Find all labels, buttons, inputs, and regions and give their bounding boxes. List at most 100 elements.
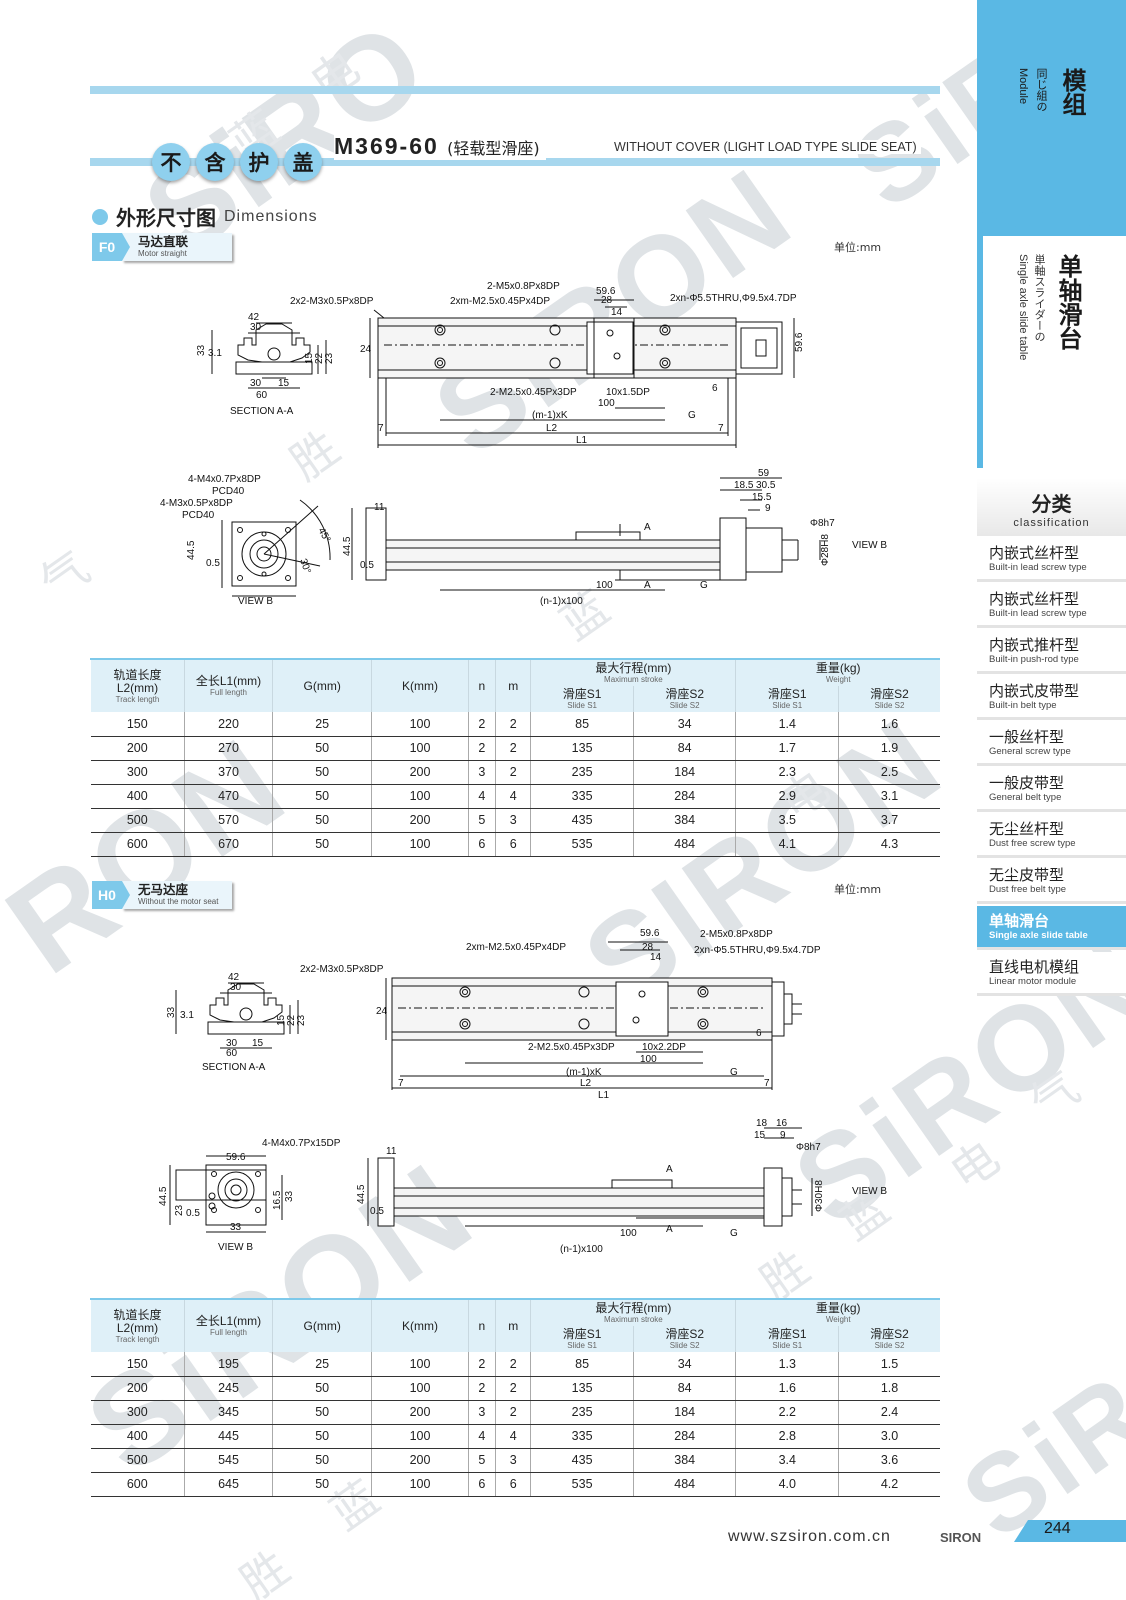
dim-label: 15.5	[752, 492, 772, 503]
dim-label: 18.5	[734, 480, 754, 491]
dim-label: 4-M4x0.7Px8DP	[188, 474, 261, 485]
dim-label: 15	[304, 352, 315, 364]
category-item-en: Built-in lead screw type	[989, 562, 1087, 573]
table-cell: 2	[468, 712, 497, 737]
table-cell: 2.9	[735, 784, 840, 809]
dim-label: (n-1)x100	[560, 1244, 603, 1255]
table-cell: 2.3	[735, 760, 840, 785]
category-title-cn: 分类	[1031, 492, 1072, 516]
table-cell: 2.2	[735, 1400, 840, 1425]
title-rule	[90, 158, 940, 166]
table-cell: 135	[530, 1376, 634, 1401]
category-item-cn: 内嵌式丝杆型	[989, 590, 1080, 608]
dim-label: 100	[598, 398, 615, 409]
table-cell: 4.3	[838, 832, 940, 857]
title-badges: 不 含 护 盖	[152, 143, 322, 181]
brand-logo: SIRON	[940, 1530, 982, 1545]
table-cell: 50	[272, 1400, 373, 1425]
dim-label: 23	[324, 352, 335, 364]
table-cell: 2	[495, 1376, 532, 1401]
table-cell: 184	[633, 760, 737, 785]
title-badge: 含	[196, 143, 234, 181]
table-cell: 1.3	[735, 1352, 840, 1377]
category-item-en: Built-in lead screw type	[989, 608, 1087, 619]
dim-label: A	[666, 1164, 673, 1175]
category-item-cn: 一般皮带型	[989, 774, 1065, 792]
view-label: VIEW B	[852, 540, 887, 551]
table-cell: 335	[530, 1424, 634, 1449]
table-cell: 245	[184, 1376, 273, 1401]
category-item-en: Built-in belt type	[989, 700, 1057, 711]
dim-label: 59	[758, 468, 770, 479]
col-header: 最大行程(mm)Maximum stroke	[530, 1298, 737, 1326]
table-cell: 4	[495, 784, 532, 809]
dim-label: 0.5	[360, 560, 374, 571]
table-cell: 284	[633, 784, 737, 809]
section-heading: 外形尺寸图 Dimensions	[92, 202, 318, 231]
table-cell: 200	[371, 760, 469, 785]
table-cell: 1.8	[838, 1376, 940, 1401]
table-cell: 2.8	[735, 1424, 840, 1449]
dim-label: 3.1	[180, 1010, 194, 1021]
sidebar-series: 单轴滑台 単軸スライダーの Single axle slide table	[977, 236, 1126, 468]
category-item-cn: 内嵌式皮带型	[989, 682, 1080, 700]
table-cell: 195	[184, 1352, 273, 1377]
table-cell: 3	[495, 1448, 532, 1473]
model-title: M369-60 (轻载型滑座)	[334, 133, 546, 160]
dim-label: 10x1.5DP	[606, 387, 650, 398]
sidebar-series-cn: 单轴滑台	[1054, 254, 1082, 350]
dim-label: L2	[580, 1078, 592, 1089]
table-cell: 3	[468, 760, 497, 785]
view-label: VIEW B	[852, 1186, 887, 1197]
col-header: K(mm)	[371, 1298, 469, 1352]
table-cell: 6	[495, 832, 532, 857]
table-cell: 2.4	[838, 1400, 940, 1425]
table-cell: 2	[468, 736, 497, 761]
col-header: G(mm)	[271, 658, 373, 712]
table-cell: 500	[90, 1448, 185, 1473]
sidebar-module-jp: 同じ組の	[1035, 68, 1048, 112]
table-cell: 135	[530, 736, 634, 761]
category-item-cn: 无尘皮带型	[989, 866, 1065, 884]
table-cell: 600	[90, 832, 185, 857]
table-cell: 100	[371, 832, 469, 857]
dim-label: 28	[642, 942, 654, 953]
table-cell: 400	[90, 784, 185, 809]
table-cell: 50	[272, 1376, 373, 1401]
table-cell: 3.6	[838, 1448, 940, 1473]
category-item-cn: 一般丝杆型	[989, 728, 1065, 746]
dim-label: 44.5	[356, 1184, 367, 1204]
dim-label: 2xm-M2.5x0.45Px4DP	[450, 296, 550, 307]
dim-label: 0.5	[370, 1206, 384, 1217]
table-cell: 85	[530, 1352, 634, 1377]
table-cell: 445	[184, 1424, 273, 1449]
variant-tag-h0: H0 无马达座 Without the motor seat	[92, 881, 232, 909]
dim-label: 16.5	[272, 1190, 283, 1210]
col-header: G(mm)	[271, 1298, 373, 1352]
table-cell: 1.4	[735, 712, 840, 737]
dim-label: 4-M4x0.7Px15DP	[262, 1138, 341, 1149]
category-sidebar: 模组 同じ組の Module 单轴滑台 単軸スライダーの Single axle…	[977, 0, 1126, 1600]
table-cell: 335	[530, 784, 634, 809]
table-cell: 50	[272, 736, 373, 761]
footer-url[interactable]: www.szsiron.com.cn	[728, 1528, 891, 1545]
col-header: 最大行程(mm)Maximum stroke	[530, 658, 737, 686]
table-cell: 484	[633, 1472, 737, 1497]
dim-label: 60	[256, 390, 268, 401]
dim-label: 16	[776, 1118, 788, 1129]
f0-side-view	[351, 477, 821, 591]
dim-label: L2	[546, 423, 558, 434]
